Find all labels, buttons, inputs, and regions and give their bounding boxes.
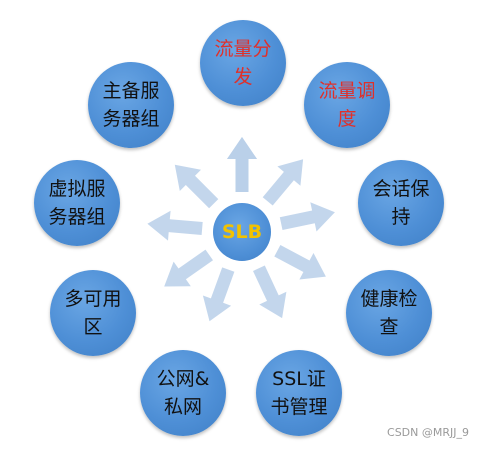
arrow-6 bbox=[164, 249, 213, 287]
node-label-traffic-distribution: 流量分发 bbox=[214, 38, 272, 88]
node-public-private-net: 公网&私网 bbox=[140, 350, 226, 436]
node-traffic-distribution: 流量分发 bbox=[200, 20, 286, 106]
arrow-3 bbox=[274, 245, 326, 280]
center-label: SLB bbox=[221, 221, 263, 243]
node-session-persistence: 会话保持 bbox=[358, 160, 444, 246]
node-traffic-scheduling: 流量调度 bbox=[304, 62, 390, 148]
node-primary-backup-group: 主备服务器组 bbox=[88, 62, 174, 148]
node-label-health-check: 健康检查 bbox=[360, 288, 418, 338]
node-health-check: 健康检查 bbox=[346, 270, 432, 356]
node-ssl-cert: SSL证书管理 bbox=[256, 350, 342, 436]
node-label-ssl-cert: SSL证书管理 bbox=[270, 368, 328, 418]
arrow-5 bbox=[202, 267, 235, 322]
arrow-7 bbox=[147, 210, 203, 241]
node-multi-az: 多可用区 bbox=[50, 270, 136, 356]
arrow-9 bbox=[227, 137, 257, 192]
arrow-8 bbox=[174, 164, 219, 209]
arrow-4 bbox=[253, 265, 287, 319]
center-node-slb: SLB bbox=[213, 203, 271, 261]
node-label-public-private-net: 公网&私网 bbox=[156, 368, 210, 418]
node-label-session-persistence: 会话保持 bbox=[372, 178, 430, 228]
arrow-2 bbox=[279, 202, 335, 232]
node-label-multi-az: 多可用区 bbox=[64, 288, 122, 338]
node-label-virtual-server-group: 虚拟服务器组 bbox=[48, 178, 106, 228]
csdn-credit: CSDN @MRJJ_9 bbox=[387, 426, 469, 439]
arrow-1 bbox=[262, 159, 304, 206]
node-label-primary-backup-group: 主备服务器组 bbox=[102, 80, 160, 130]
node-label-traffic-scheduling: 流量调度 bbox=[318, 80, 376, 130]
node-virtual-server-group: 虚拟服务器组 bbox=[34, 160, 120, 246]
